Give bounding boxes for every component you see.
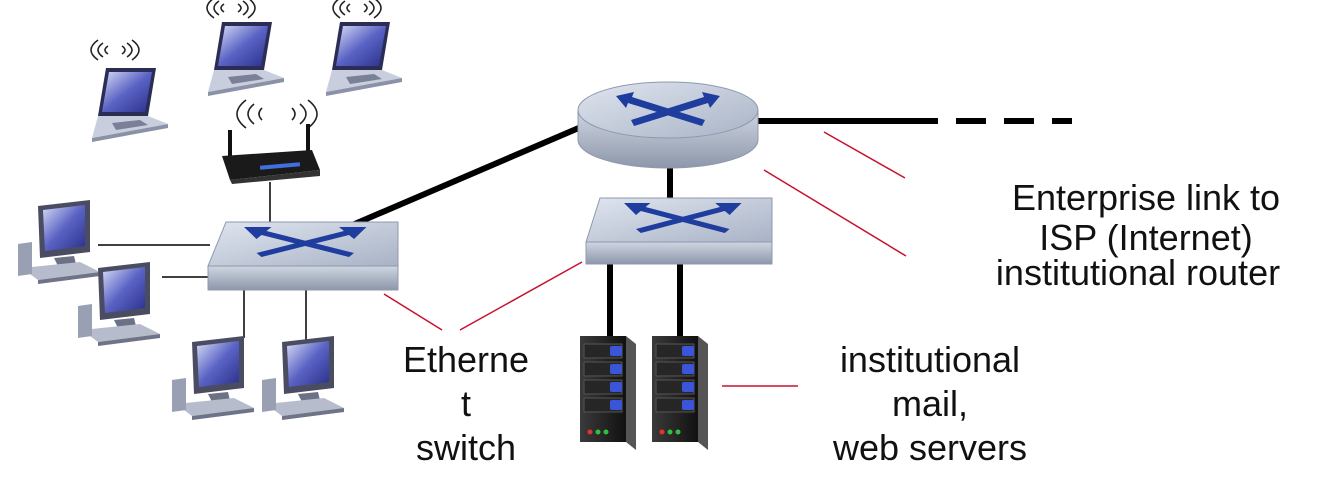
- desktop-computer-icon: [172, 336, 254, 420]
- ethernet-switch-icon: [207, 221, 399, 291]
- laptop-icon: [326, 22, 402, 96]
- wireless-waves-icon: [206, 0, 256, 19]
- label-enterprise-link-line2: ISP (Internet): [1039, 217, 1253, 258]
- label-servers-line3: web servers: [832, 427, 1028, 468]
- callout-ethernet-left: [383, 293, 443, 331]
- label-ethernet-line1: Etherne: [402, 339, 530, 380]
- callout-router: [763, 169, 907, 257]
- link-switch-to-router: [348, 121, 590, 229]
- desktop-computer-icon: [18, 200, 100, 284]
- label-ethernet-line3: switch: [415, 427, 517, 468]
- wireless-waves-icon: [90, 39, 140, 61]
- laptop-icon: [208, 22, 284, 96]
- callout-lines: [383, 131, 907, 387]
- router-icon: [577, 81, 759, 169]
- wireless-waves-icon: [236, 99, 318, 129]
- desktop-computer-icon: [262, 336, 344, 420]
- network-links: [348, 118, 1072, 340]
- label-servers-line1: institutional: [839, 339, 1021, 380]
- server-icon: [651, 335, 709, 451]
- laptop-icon: [92, 68, 168, 142]
- ethernet-switch-icon: [585, 197, 773, 265]
- callout-isp: [823, 131, 906, 179]
- label-servers-line2: mail,: [891, 383, 968, 424]
- wireless-waves-icon: [332, 0, 382, 19]
- callout-ethernet-right: [459, 261, 583, 331]
- label-ethernet-line2: t: [460, 383, 471, 424]
- lan-links: [98, 182, 307, 345]
- server-icon: [579, 335, 637, 451]
- label-enterprise-link-line1: Enterprise link to: [1011, 177, 1281, 218]
- wireless-access-point-icon: [222, 99, 320, 184]
- label-institutional-router: institutional router: [995, 252, 1281, 293]
